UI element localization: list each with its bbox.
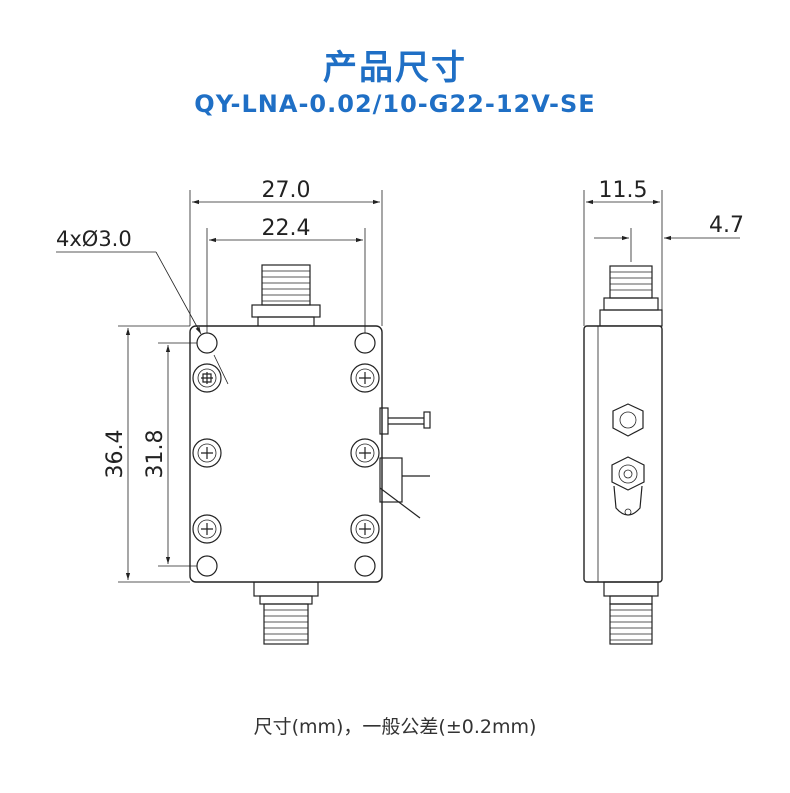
bottom-sma-connector — [253, 581, 319, 645]
screw-icon — [192, 363, 222, 393]
screw-icon — [350, 514, 380, 544]
power-terminal — [379, 457, 430, 519]
dim-depth-overall: 11.5 — [599, 178, 648, 203]
solder-terminal-icon — [611, 456, 645, 516]
side-dimensions: 11.5 4.7 — [583, 178, 744, 326]
screw-icon — [350, 438, 380, 468]
hex-nut-icon — [612, 403, 644, 437]
dim-width-holes: 22.4 — [262, 216, 311, 241]
dc-feedthrough-pin — [379, 407, 431, 435]
front-view — [189, 264, 431, 645]
side-view — [583, 265, 663, 645]
tolerance-note: 尺寸(mm)，一般公差(±0.2mm) — [253, 716, 537, 738]
side-top-connector — [599, 265, 663, 327]
top-sma-connector — [251, 264, 321, 328]
enclosure-side — [583, 325, 663, 583]
dim-width-overall: 27.0 — [262, 178, 311, 203]
page-title: 产品尺寸 — [323, 48, 467, 88]
screw-icon — [192, 514, 222, 544]
model-number: QY-LNA-0.02/10-G22-12V-SE — [194, 90, 596, 118]
dim-depth-connector: 4.7 — [709, 213, 744, 238]
screw-icon — [350, 363, 380, 393]
enclosure-front — [189, 325, 383, 583]
front-dimensions: 27.0 22.4 4xØ3.0 36.4 31.8 — [56, 178, 383, 583]
dim-hole-spec: 4xØ3.0 — [56, 227, 132, 251]
mounting-hole — [354, 555, 376, 577]
side-bottom-connector — [603, 581, 659, 645]
dim-height-overall: 36.4 — [103, 430, 128, 479]
dim-height-holes: 31.8 — [143, 430, 168, 479]
screw-icon — [192, 438, 222, 468]
